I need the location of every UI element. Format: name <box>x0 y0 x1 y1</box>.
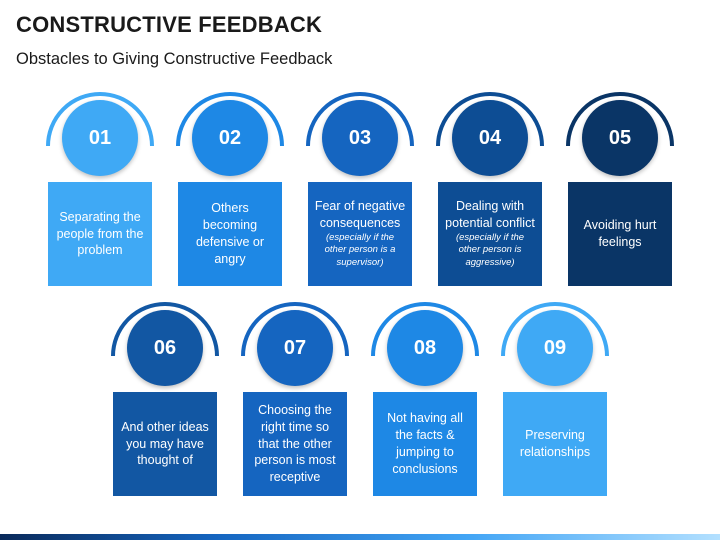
page-subtitle: Obstacles to Giving Constructive Feedbac… <box>16 50 333 68</box>
obstacle-text-box: Separating the people from the problem <box>48 182 152 286</box>
obstacle-text: Others becoming defensive or angry <box>195 201 265 266</box>
decorative-arc <box>501 302 609 357</box>
decorative-arc <box>111 302 219 357</box>
obstacle-text: Choosing the right time so that the othe… <box>254 402 336 485</box>
obstacle-text: Avoiding hurt feelings <box>583 218 657 249</box>
obstacle-text-box: Not having all the facts & jumping to co… <box>373 392 477 496</box>
step-number-badge: 09 <box>517 310 593 386</box>
decorative-arc <box>371 302 479 357</box>
decorative-arc <box>566 92 674 147</box>
obstacle-text: Fear of negative consequences <box>314 198 406 230</box>
step-number-badge: 08 <box>387 310 463 386</box>
step-number-badge: 05 <box>582 100 658 176</box>
obstacle-text: Preserving relationships <box>519 428 591 459</box>
obstacle-note: (especially if the other person is a sup… <box>324 231 396 269</box>
obstacle-text-box: Others becoming defensive or angry <box>178 182 282 286</box>
obstacle-text-box: Choosing the right time so that the othe… <box>243 392 347 496</box>
obstacle-text: And other ideas you may have thought of <box>121 419 209 468</box>
obstacle-text-box: And other ideas you may have thought of <box>113 392 217 496</box>
obstacle-text: Not having all the facts & jumping to co… <box>387 411 463 476</box>
step-number-badge: 03 <box>322 100 398 176</box>
step-number-badge: 02 <box>192 100 268 176</box>
obstacle-text: Separating the people from the problem <box>56 209 144 258</box>
decorative-arc <box>241 302 349 357</box>
decorative-arc <box>306 92 414 147</box>
obstacle-text-box: Preserving relationships <box>503 392 607 496</box>
obstacle-text-box: Dealing with potential conflict(especial… <box>438 182 542 286</box>
decorative-arc <box>46 92 154 147</box>
step-number-badge: 06 <box>127 310 203 386</box>
obstacle-text-box: Fear of negative consequences(especially… <box>308 182 412 286</box>
bottom-accent-bar <box>0 534 720 540</box>
obstacle-text-box: Avoiding hurt feelings <box>568 182 672 286</box>
decorative-arc <box>436 92 544 147</box>
obstacle-text: Dealing with potential conflict <box>445 198 535 230</box>
step-number-badge: 04 <box>452 100 528 176</box>
step-number-badge: 07 <box>257 310 333 386</box>
decorative-arc <box>176 92 284 147</box>
page-title: CONSTRUCTIVE FEEDBACK <box>16 12 323 37</box>
step-number-badge: 01 <box>62 100 138 176</box>
obstacle-note: (especially if the other person is aggre… <box>455 231 525 269</box>
